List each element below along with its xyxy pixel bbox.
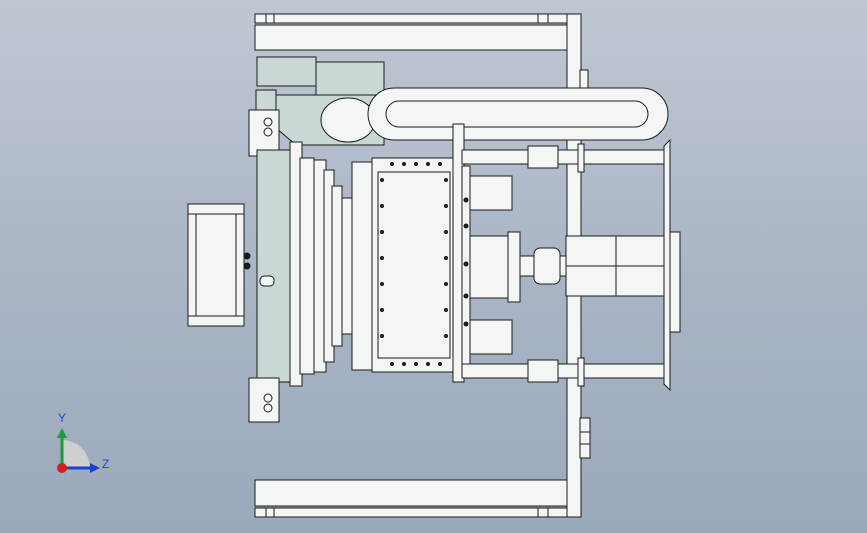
right-end-plate[interactable] — [663, 138, 681, 392]
triad-axes — [57, 428, 100, 473]
center-shaft[interactable] — [519, 235, 671, 297]
oval-link[interactable] — [367, 87, 669, 141]
upper-bracket[interactable] — [255, 56, 385, 146]
cylinder-body[interactable] — [371, 157, 457, 373]
guide-rods[interactable] — [461, 143, 671, 387]
bottom-frame-bar[interactable] — [254, 479, 582, 518]
coordinate-triad: Y Z — [48, 410, 118, 480]
top-frame-bar[interactable] — [254, 13, 582, 51]
left-flange[interactable] — [243, 109, 315, 423]
left-box-component[interactable] — [187, 203, 245, 327]
y-axis-label: Y — [58, 411, 67, 425]
z-axis-label: Z — [102, 457, 110, 471]
cylinder-heads[interactable] — [469, 175, 521, 355]
disc-stack[interactable] — [313, 159, 377, 373]
